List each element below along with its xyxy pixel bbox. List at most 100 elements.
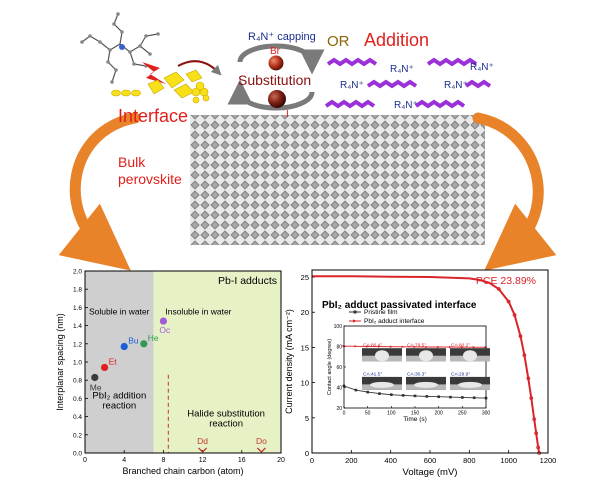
inset-y-tick-label: 40 [336,386,342,392]
inset-x-tick-label: 50 [365,411,371,417]
ligand-molecule-icon [81,13,159,83]
y-tick-label: 1.2 [73,341,82,348]
jv-marker [529,396,534,401]
substitution-cycle [227,43,325,111]
jv-marker [518,334,523,339]
inset-marker-adduct [354,345,358,348]
droplet-icon [463,350,477,362]
region-label-soluble: Soluble in water [89,307,150,317]
r4n-chain [326,57,378,67]
x-tick-label: 400 [384,456,397,465]
inset-marker-pristine [378,392,381,395]
right-orange-arrow [472,112,557,271]
contact-angle-label-pristine: CA:41.5° [363,371,382,377]
right-chart-title: PbI₂ adduct passivated interface [322,300,477,311]
br-ball-icon [268,55,284,71]
inset-marker-adduct [389,345,393,348]
data-point-et [101,363,109,372]
x-tick-label: 0 [83,457,87,464]
right-y-axis-label: Current density (mA cm⁻²) [284,309,294,414]
bulk-label: Bulk [118,154,146,170]
marker-label-dd: Dd [197,436,208,446]
inset-marker-adduct [366,345,370,348]
inset-marker-adduct [401,345,405,349]
contact-angle-label-pristine: CA:29.9° [451,371,470,377]
r4n-chain [426,57,478,67]
x-tick-label: 200 [345,456,358,465]
marker-dd [198,447,208,453]
x-tick-label: 1200 [540,456,557,465]
y-tick-label: 5 [305,414,309,423]
inset-y-tick-label: 20 [336,406,342,412]
jv-marker [522,353,527,358]
inset-marker-pristine [366,390,369,394]
contact-angle-label-adduct: CA:80.4° [363,343,382,349]
r4n-chain [324,99,376,109]
pce-annotation: PCE 23.89% [476,275,536,287]
legend-label-adduct: PbI₂ adduct interface [364,318,425,325]
interface-label: Interface [118,106,188,126]
lightning-icon [142,62,166,84]
insoluble-region [153,271,281,453]
jv-marker [506,299,511,304]
inset-marker-pristine [390,393,393,396]
right-chart-frame [311,269,549,454]
droplet-icon [370,381,394,388]
inset-marker-adduct [437,345,441,349]
schematic: R₄N⁺ capping OR Addition Br Substitution… [58,12,557,271]
data-label-oc: Oc [159,325,171,335]
inset-marker-adduct [378,345,381,348]
substitution-reaction-label: Halide substitution [187,409,265,420]
i-ball-icon [268,90,286,108]
molecule-atoms-icon [80,12,160,84]
r4n-label: R₄N⁺ [340,80,364,91]
legend-marker-adduct [353,319,357,323]
contact-angle-label-adduct: CA:80.2° [451,343,470,349]
data-point-bu [120,342,128,351]
br-label: Br [270,46,281,57]
inset-x-tick-label: 100 [387,411,396,417]
droplet-icon [419,350,433,362]
left-y-axis-label: Interplanar spacing (nm) [55,313,65,411]
r4n-chains [324,57,492,109]
inset-marker-pristine [413,394,417,398]
inset-x-tick-label: 300 [482,411,491,417]
region-label-insoluble: Insoluble in water [165,307,231,317]
addition-reaction-label: PbI₂ addition [92,390,146,401]
jv-marker [496,287,501,291]
data-point-he [140,340,148,348]
jv-curve [312,275,541,454]
inset-marker-pristine [472,396,476,400]
inset-marker-adduct [425,345,429,349]
r4n-label: R₄N⁺ [394,100,418,111]
data-label-he: He [148,333,159,343]
inset-marker-pristine [401,394,405,397]
x-tick-label: 8 [161,457,165,464]
y-tick-label: 1.6 [73,305,82,312]
x-tick-label: 20 [277,457,285,464]
inset-y-tick-label: 100 [334,324,343,330]
r4n-chain [464,79,492,89]
y-tick-label: 1.8 [73,287,82,294]
r4n-label: R₄N⁺ [470,62,494,73]
substitution-reaction-label-2: reaction [209,419,243,430]
y-tick-label: 25 [301,273,309,282]
inset-marker-adduct [472,346,476,349]
inset-marker-adduct [413,345,417,349]
data-point-oc [159,317,167,325]
y-tick-label: 1.4 [73,323,82,330]
jv-marker [512,313,517,317]
y-tick-label: 0.0 [73,451,82,458]
inset-y-tick-label: 60 [336,365,342,371]
r4n-chain [414,99,466,109]
data-label-bu: Bu [128,336,139,346]
left-chart-title: Pb-I adducts [218,275,277,287]
y-tick-label: 20 [301,308,309,317]
capping-label: R₄N⁺ capping [248,31,316,43]
inset-x-tick-label: 200 [434,411,443,417]
marker-label-do: Do [256,436,267,446]
